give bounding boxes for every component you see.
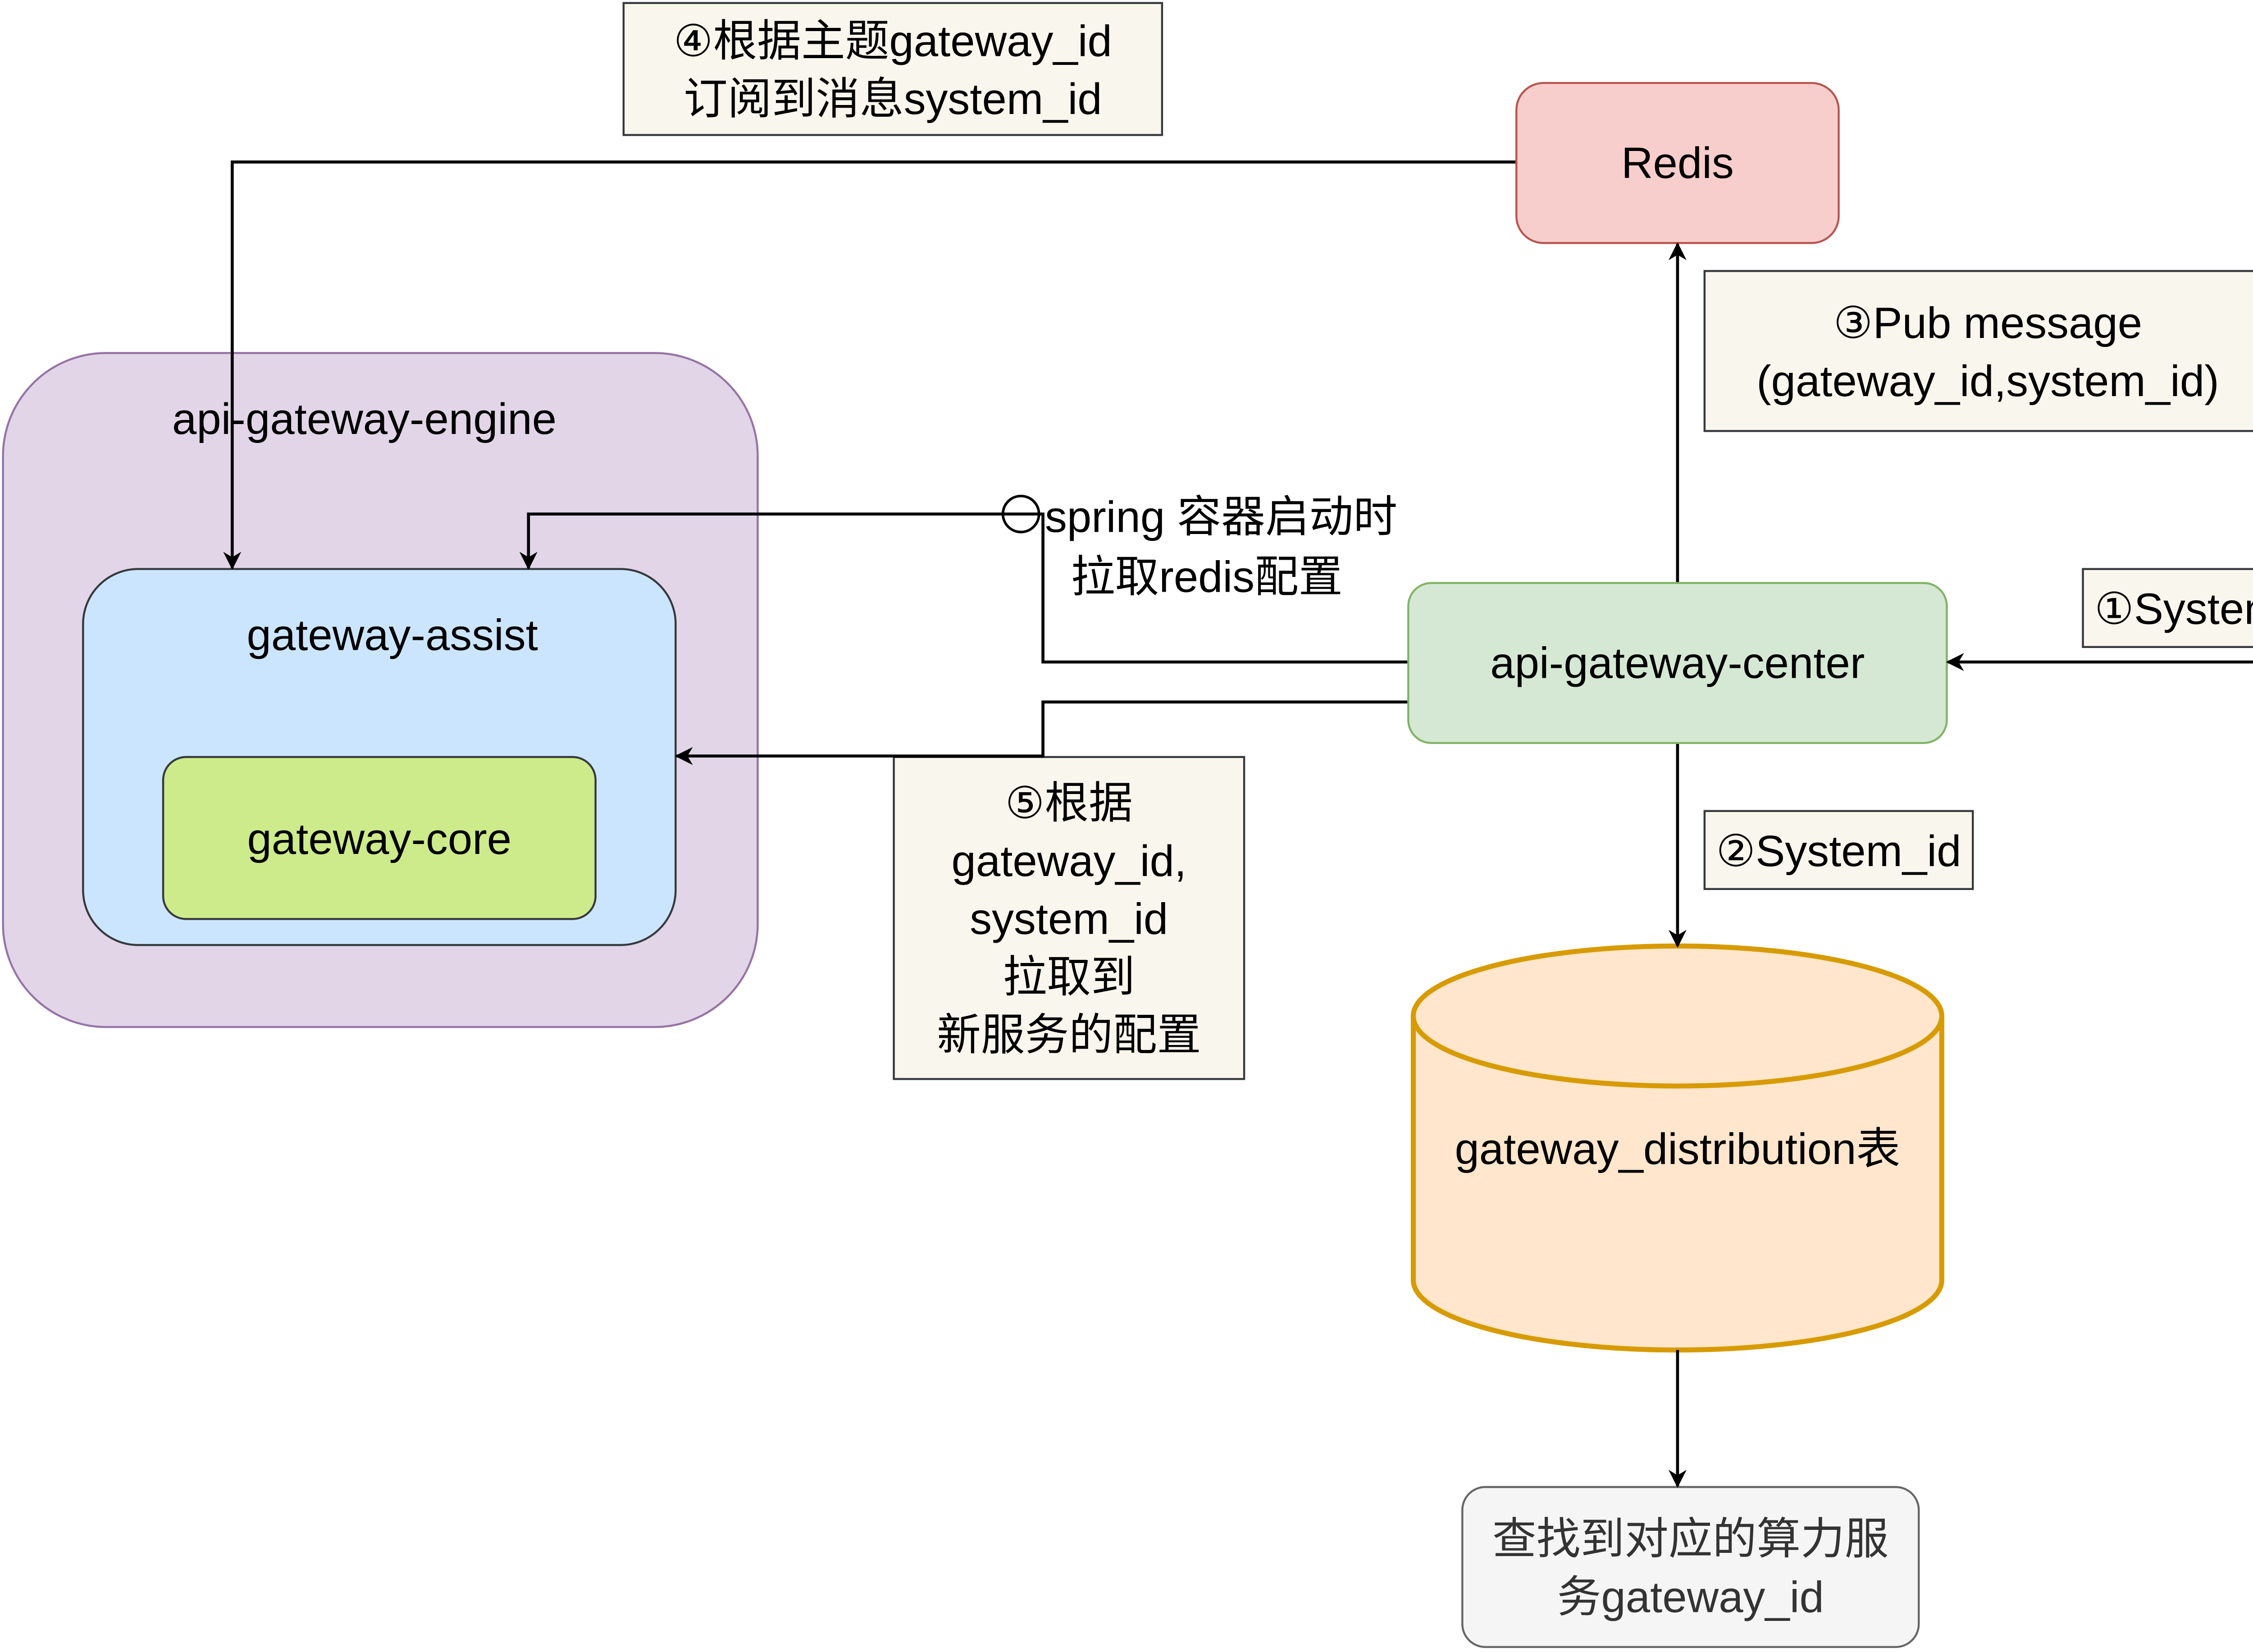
result-line1: 查找到对应的算力服 <box>1492 1513 1889 1563</box>
redis-box[interactable]: Redis <box>1515 82 1840 244</box>
step2-note: ②System_id <box>1703 810 1974 890</box>
gateway-assist-label: gateway-assist <box>246 610 538 660</box>
step4-note: ④根据主题gateway_id 订阅到消息system_id <box>622 2 1163 136</box>
step5-line5: 新服务的配置 <box>937 1009 1201 1059</box>
step5-line1: ⑤根据 <box>1005 777 1133 827</box>
step2-label: ②System_id <box>1716 825 1961 875</box>
api-gateway-center-box[interactable]: api-gateway-center <box>1407 582 1948 744</box>
step3-line2: (gateway_id,system_id) <box>1756 355 2219 405</box>
gateway-core-box[interactable]: gateway-core <box>162 756 597 920</box>
connector-redis-to-assist <box>223 160 1516 570</box>
spring-label-line1: spring 容器启动时 <box>1045 492 1398 542</box>
step1-note: ①System_id <box>2082 568 2253 648</box>
result-box[interactable]: 查找到对应的算力服 务gateway_id <box>1461 1486 1920 1648</box>
gateway-distribution-table-label: gateway_distribution表 <box>1455 1124 1901 1174</box>
step3-note: ③Pub message (gateway_id,system_id) <box>1703 270 2253 432</box>
result-line2: 务gateway_id <box>1557 1571 1824 1621</box>
gateway-distribution-table-cylinder[interactable] <box>1410 943 1944 1353</box>
step5-line2: gateway_id, <box>951 835 1187 885</box>
spring-circle-icon <box>1001 494 1040 534</box>
spring-label-line2: 拉取redis配置 <box>1071 552 1343 602</box>
step4-line2: 订阅到消息system_id <box>684 73 1102 123</box>
step5-note: ⑤根据 gateway_id, system_id 拉取到 新服务的配置 <box>893 756 1245 1080</box>
step1-label: ①System_id <box>2094 583 2253 633</box>
step5-line4: 拉取到 <box>1003 951 1135 1001</box>
api-gateway-center-label: api-gateway-center <box>1490 638 1865 688</box>
step4-line1: ④根据主题gateway_id <box>673 15 1112 65</box>
connector-spring-to-assist <box>519 512 1408 664</box>
step3-line1: ③Pub message <box>1833 297 2143 347</box>
gateway-core-label: gateway-core <box>247 813 512 863</box>
step5-line3: system_id <box>970 893 1168 943</box>
redis-label: Redis <box>1621 138 1734 188</box>
engine-label: api-gateway-engine <box>172 394 557 444</box>
connector-center-to-assist <box>675 700 1408 765</box>
